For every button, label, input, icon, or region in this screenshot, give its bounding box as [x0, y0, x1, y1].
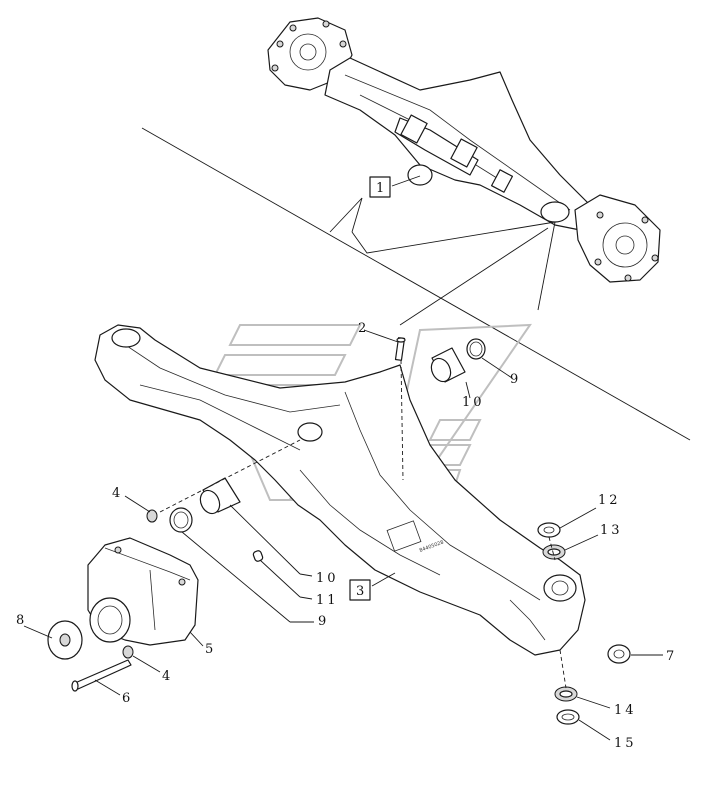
right-small-parts	[537, 522, 631, 725]
callout-4-upper: 4	[112, 486, 123, 501]
callout-1: 1	[369, 176, 391, 198]
callout-15: 15	[614, 736, 637, 751]
callout-13: 13	[600, 523, 623, 538]
callout-10-lower: 10	[316, 571, 339, 586]
callout-5: 5	[205, 642, 216, 657]
callout-9-lower: 9	[318, 614, 329, 629]
plug-part-4-lower	[122, 645, 134, 659]
callout-3-text: 3	[356, 584, 364, 599]
callout-4-lower: 4	[162, 669, 173, 684]
callout-6: 6	[122, 691, 133, 706]
leader-lines	[23, 175, 663, 741]
reference-line	[141, 127, 691, 441]
callout-7: 7	[666, 649, 677, 664]
callout-11: 11	[316, 593, 339, 608]
side-housing-part-5	[87, 537, 199, 646]
callout-14: 14	[614, 703, 637, 718]
callout-2: 2	[358, 321, 369, 336]
callout-9-upper: 9	[510, 372, 521, 387]
callout-8: 8	[16, 613, 27, 628]
callout-10-upper: 10	[462, 395, 485, 410]
callout-1-text: 1	[376, 181, 384, 196]
callout-3: 3	[349, 579, 371, 601]
axle-housing: 84405028	[94, 324, 586, 656]
upper-bushing	[430, 338, 486, 383]
washer-part-8	[47, 620, 83, 660]
pin-part-2	[394, 337, 406, 361]
left-small-parts	[146, 477, 264, 562]
assembled-axle	[267, 17, 661, 283]
bolt-part-6	[71, 659, 132, 692]
callout-12: 12	[598, 493, 621, 508]
